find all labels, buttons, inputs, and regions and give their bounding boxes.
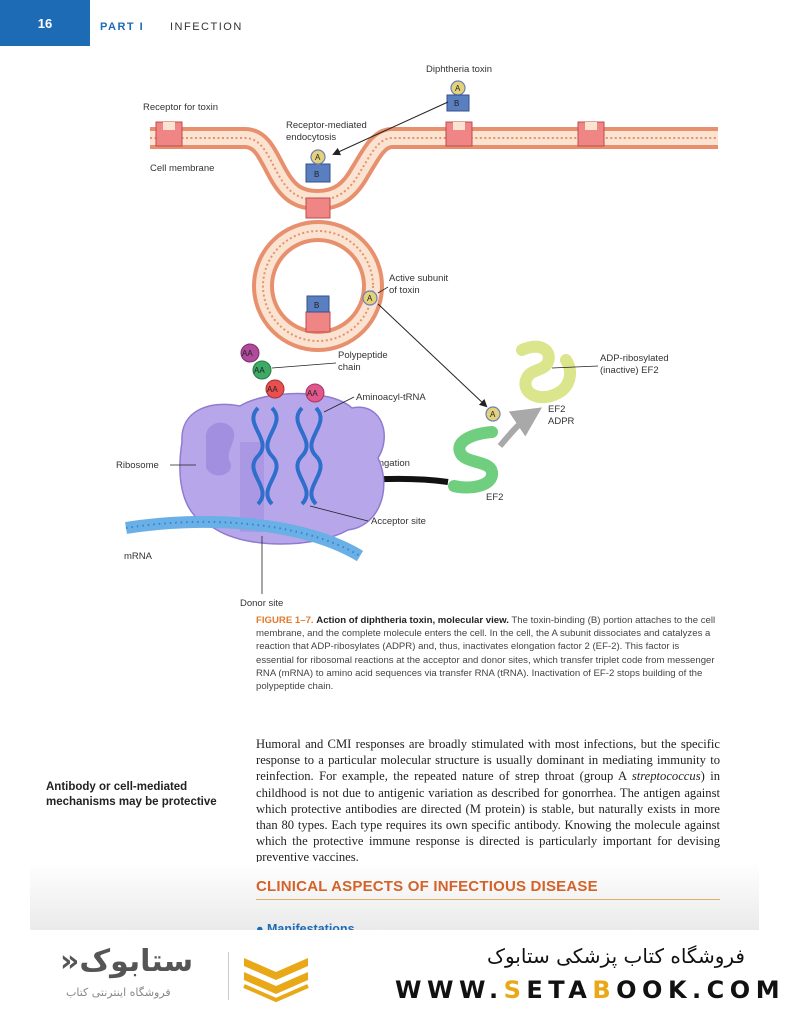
receptor-label: Receptor for toxin — [143, 102, 218, 113]
svg-text:(inactive) EF2: (inactive) EF2 — [600, 365, 659, 376]
logo-divider — [228, 952, 229, 1000]
store-logo-tagline: فروشگاه اینترنتی کتاب — [66, 986, 171, 999]
book-stack-icon — [243, 958, 309, 1002]
diphtheria-toxin-label: Diphtheria toxin — [426, 64, 492, 75]
svg-text:EF2: EF2 — [486, 492, 503, 503]
endocytosis-label-2: endocytosis — [286, 132, 336, 143]
svg-text:B: B — [314, 301, 319, 310]
svg-text:B: B — [454, 99, 459, 108]
receptor-right-1 — [445, 121, 473, 147]
figure-caption: FIGURE 1–7. Action of diphtheria toxin, … — [256, 614, 718, 693]
subunit-a-label: A — [315, 153, 321, 162]
store-banner — [0, 930, 789, 1010]
body-paragraph: Humoral and CMI responses are broadly st… — [256, 737, 721, 865]
caption-text: The toxin-binding (B) portion attaches t… — [256, 615, 716, 693]
svg-text:AA: AA — [307, 389, 318, 398]
cell-membrane — [150, 127, 718, 212]
svg-text:EF2: EF2 — [548, 404, 565, 415]
page-number: 16 — [0, 0, 90, 46]
svg-text:AA: AA — [267, 385, 278, 394]
ef2-molecule — [448, 426, 498, 494]
svg-text:A: A — [367, 294, 373, 303]
svg-text:A: A — [455, 84, 461, 93]
part-label: PART I — [100, 21, 145, 33]
active-subunit-label-1: Active subunit — [389, 273, 449, 284]
toxin-receptor-complex: B A — [305, 149, 331, 219]
figure-title: Action of diphtheria toxin, molecular vi… — [316, 615, 509, 626]
store-name: فروشگاه کتاب پزشکی ستابوک — [487, 944, 745, 968]
cell-membrane-label: Cell membrane — [150, 163, 214, 174]
trna-acceptor — [251, 406, 265, 506]
subunit-b-label: B — [314, 170, 319, 179]
svg-text:ADP-ribosylated: ADP-ribosylated — [600, 353, 669, 364]
receptor-right-2 — [577, 121, 605, 147]
diphtheria-toxin-molecule: A B — [446, 80, 470, 112]
mrna-label: mRNA — [124, 551, 153, 562]
active-subunit-label-2: of toxin — [389, 285, 420, 296]
svg-text:ADPR: ADPR — [548, 416, 575, 427]
receptor-left — [155, 121, 183, 147]
page-fade — [30, 862, 759, 934]
ribosome-label: Ribosome — [116, 460, 159, 471]
figure-number: FIGURE 1–7. — [256, 615, 314, 626]
trna-donor — [295, 406, 309, 506]
store-url[interactable]: WWW.SETABOOK.COM — [395, 976, 786, 1004]
svg-text:AA: AA — [254, 366, 265, 375]
svg-text:AA: AA — [242, 349, 253, 358]
endocytosis-label-1: Receptor-mediated — [286, 120, 367, 131]
elongation-label: Elongation — [365, 458, 410, 469]
store-logo: ستابوک« — [60, 944, 194, 979]
polypeptide-label-1: Polypeptide — [338, 350, 388, 361]
polypeptide-label-2: chain — [338, 362, 361, 373]
diphtheria-toxin-figure: B A A B Diphtheria toxin Receptor for to… — [116, 64, 718, 609]
svg-text:A: A — [490, 410, 496, 419]
sub-heading: ● Manifestations — [256, 922, 355, 931]
aminoacyl-trna-label: Aminoacyl-tRNA — [356, 392, 426, 403]
donor-site-label: Donor site — [240, 598, 283, 609]
section-heading: CLINICAL ASPECTS OF INFECTIOUS DISEASE — [256, 878, 598, 895]
chapter-title: INFECTION — [170, 21, 243, 33]
mrna-strand — [125, 515, 364, 562]
section-divider — [256, 899, 720, 900]
acceptor-site-label: Acceptor site — [371, 516, 426, 527]
adp-ribosylated-ef2 — [516, 340, 577, 404]
ribosome — [179, 392, 385, 545]
margin-note: Antibody or cell-mediated mechanisms may… — [46, 781, 217, 808]
